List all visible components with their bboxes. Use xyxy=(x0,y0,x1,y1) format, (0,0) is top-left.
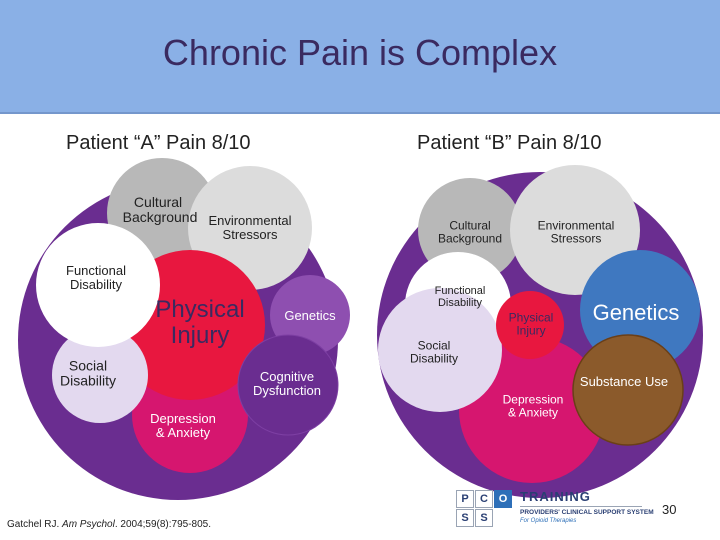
patient-a-social-label-line-1: Social xyxy=(69,357,107,373)
patient-b-depression-label-line-2: & Anxiety xyxy=(508,406,558,420)
pcss-letter-grid: P C O S S xyxy=(456,490,514,528)
patient-b-social-label-line-2: Disability xyxy=(410,352,458,366)
patient-a-environmental-label-line-2: Stressors xyxy=(223,227,278,242)
title-bar: Chronic Pain is Complex xyxy=(0,0,720,114)
patient-b-cultural-label-line-2: Background xyxy=(438,232,502,246)
logo-brand: TRAINING xyxy=(520,489,591,504)
patient-b-cultural-label-line-1: Cultural xyxy=(449,218,490,232)
logo-letter-o: O xyxy=(494,490,512,508)
patient-b-physical-label-line-2: Injury xyxy=(516,324,545,338)
patient-b-substance-circle xyxy=(572,334,684,446)
patient-a-functional-label-line-2: Disability xyxy=(70,277,123,292)
patient-a-heading: Patient “A” Pain 8/10 xyxy=(66,132,251,154)
patient-b-physical-circle xyxy=(496,291,564,359)
patient-b-social-circle xyxy=(378,288,502,412)
slide-title: Chronic Pain is Complex xyxy=(162,32,558,73)
page-number: 30 xyxy=(662,502,677,517)
logo-letter-c: C xyxy=(475,490,493,508)
patient-a-physical-label-line-2: Injury xyxy=(171,322,230,349)
patient-b-substance-label: Substance Use xyxy=(580,374,668,389)
patient-a-functional-circle xyxy=(36,223,160,347)
logo-letter-s1: S xyxy=(456,509,474,527)
patient-b-social-label-line-1: Social xyxy=(418,338,451,352)
logo-full-name: PROVIDERS' CLINICAL SUPPORT SYSTEM xyxy=(520,509,654,516)
citation: Gatchel RJ. Am Psychol. 2004;59(8):795-8… xyxy=(7,519,211,530)
patient-a-depression-label-line-1: Depression xyxy=(150,411,216,426)
patient-b-depression-label-line-1: Depression xyxy=(503,392,564,406)
patient-a-genetics-label: Genetics xyxy=(284,308,336,323)
patient-a-environmental-label-line-1: Environmental xyxy=(208,213,291,228)
patient-b-functional-label-line-1: Functional xyxy=(435,285,486,297)
patient-a-depression-label-line-2: & Anxiety xyxy=(156,425,211,440)
patient-a-social-label-line-2: Disability xyxy=(60,373,116,389)
patient-b-environmental-label-line-1: Environmental xyxy=(538,218,615,232)
pcss-logo: P C O S S TRAINING PROVIDERS' CLINICAL S… xyxy=(456,489,656,530)
patient-a-social-circle xyxy=(52,327,148,423)
patient-a-physical-label-line-1: Physical xyxy=(155,296,244,323)
citation-details: . 2004;59(8):795-805. xyxy=(114,519,212,530)
patient-b-environmental-label-line-2: Stressors xyxy=(551,232,602,246)
patient-b-genetics-label: Genetics xyxy=(593,300,680,325)
citation-authors: Gatchel RJ. xyxy=(7,519,60,530)
patient-b-heading: Patient “B” Pain 8/10 xyxy=(417,132,602,154)
logo-letter-s2: S xyxy=(475,509,493,527)
logo-letter-p: P xyxy=(456,490,474,508)
logo-tagline: For Opioid Therapies xyxy=(520,518,577,524)
patient-a-cognitive-circle xyxy=(237,334,339,436)
patient-a-cognitive-label-line-1: Cognitive xyxy=(260,369,314,384)
patient-b-depression-label: Depression& Anxiety xyxy=(503,392,564,419)
patient-a-depression-label: Depression& Anxiety xyxy=(150,411,216,440)
patient-a-cultural-line-2: Background xyxy=(123,209,198,225)
patient-b-physical-label-line-1: Physical xyxy=(509,310,554,324)
logo-divider xyxy=(520,506,642,507)
patient-a-cultural-label: Cultural Background xyxy=(123,194,198,225)
patient-b-functional-label-line-2: Disability xyxy=(438,297,483,309)
patient-a-cultural-line: Cultural xyxy=(134,194,182,210)
citation-journal: Am Psychol xyxy=(62,519,115,530)
patient-a-functional-label-line-1: Functional xyxy=(66,263,126,278)
patient-a-cognitive-label-line-2: Dysfunction xyxy=(253,383,321,398)
